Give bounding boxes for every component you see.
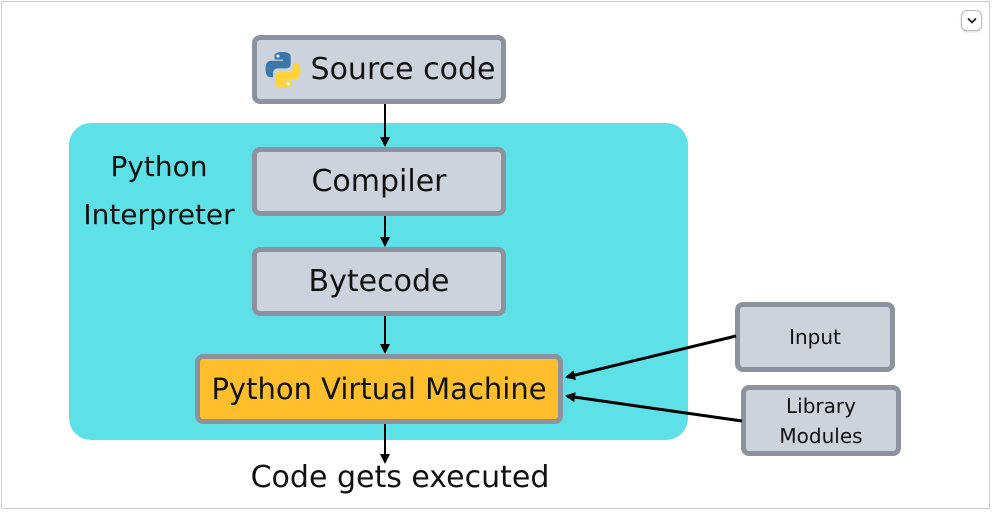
python-interpreter-label: Python Interpreter — [79, 143, 239, 239]
compiler-label: Compiler — [311, 164, 447, 199]
python-virtual-machine-box: Python Virtual Machine — [195, 354, 563, 424]
library-label-line2: Modules — [779, 423, 863, 448]
input-label: Input — [789, 325, 841, 349]
code-gets-executed-label: Code gets executed — [250, 460, 550, 495]
python-logo-icon — [265, 51, 301, 88]
library-label-line1: Library — [786, 393, 856, 418]
source-code-label: Source code — [310, 52, 496, 87]
source-code-box: Source code — [252, 35, 506, 104]
interpreter-label-line1: Python — [110, 150, 208, 183]
bytecode-label: Bytecode — [308, 264, 450, 299]
compiler-box: Compiler — [252, 147, 506, 216]
expand-button[interactable] — [961, 10, 982, 31]
bytecode-box: Bytecode — [252, 247, 506, 316]
library-modules-box: Library Modules — [741, 385, 901, 456]
chevron-down-icon — [967, 17, 976, 23]
interpreter-label-line2: Interpreter — [83, 198, 235, 231]
python-virtual-machine-label: Python Virtual Machine — [211, 372, 547, 406]
input-box: Input — [735, 302, 895, 372]
